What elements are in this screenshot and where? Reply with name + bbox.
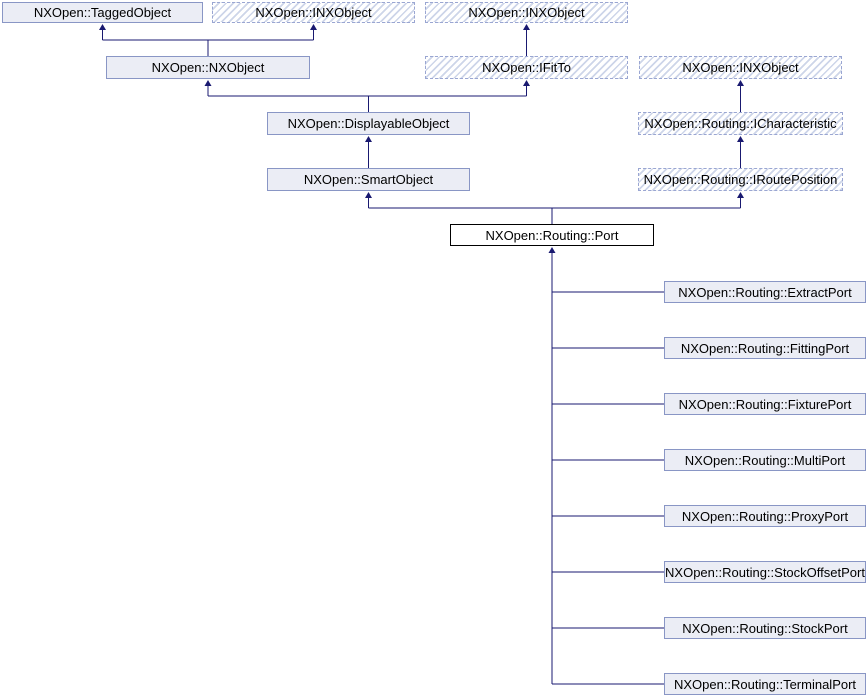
class-node-smart-object[interactable]: NXOpen::SmartObject <box>267 168 470 191</box>
class-node-tagged-object[interactable]: NXOpen::TaggedObject <box>2 2 203 23</box>
class-node-port[interactable]: NXOpen::Routing::Port <box>450 224 654 246</box>
class-node-extract-port[interactable]: NXOpen::Routing::ExtractPort <box>664 281 866 303</box>
class-node-nxobject[interactable]: NXOpen::NXObject <box>106 56 310 79</box>
class-node-ifitto[interactable]: NXOpen::IFitTo <box>425 56 628 79</box>
class-node-inxobject-a[interactable]: NXOpen::INXObject <box>212 2 415 23</box>
class-node-iroute-position[interactable]: NXOpen::Routing::IRoutePosition <box>638 168 843 191</box>
class-node-displayable-object[interactable]: NXOpen::DisplayableObject <box>267 112 470 135</box>
class-node-fixture-port[interactable]: NXOpen::Routing::FixturePort <box>664 393 866 415</box>
class-node-fitting-port[interactable]: NXOpen::Routing::FittingPort <box>664 337 866 359</box>
class-node-proxy-port[interactable]: NXOpen::Routing::ProxyPort <box>664 505 866 527</box>
class-node-terminal-port[interactable]: NXOpen::Routing::TerminalPort <box>664 673 866 695</box>
class-node-multi-port[interactable]: NXOpen::Routing::MultiPort <box>664 449 866 471</box>
class-node-stock-offset-port[interactable]: NXOpen::Routing::StockOffsetPort <box>664 561 866 583</box>
class-node-icharacteristic[interactable]: NXOpen::Routing::ICharacteristic <box>638 112 843 135</box>
class-node-inxobject-b[interactable]: NXOpen::INXObject <box>425 2 628 23</box>
class-node-inxobject-c[interactable]: NXOpen::INXObject <box>639 56 842 79</box>
class-node-stock-port[interactable]: NXOpen::Routing::StockPort <box>664 617 866 639</box>
